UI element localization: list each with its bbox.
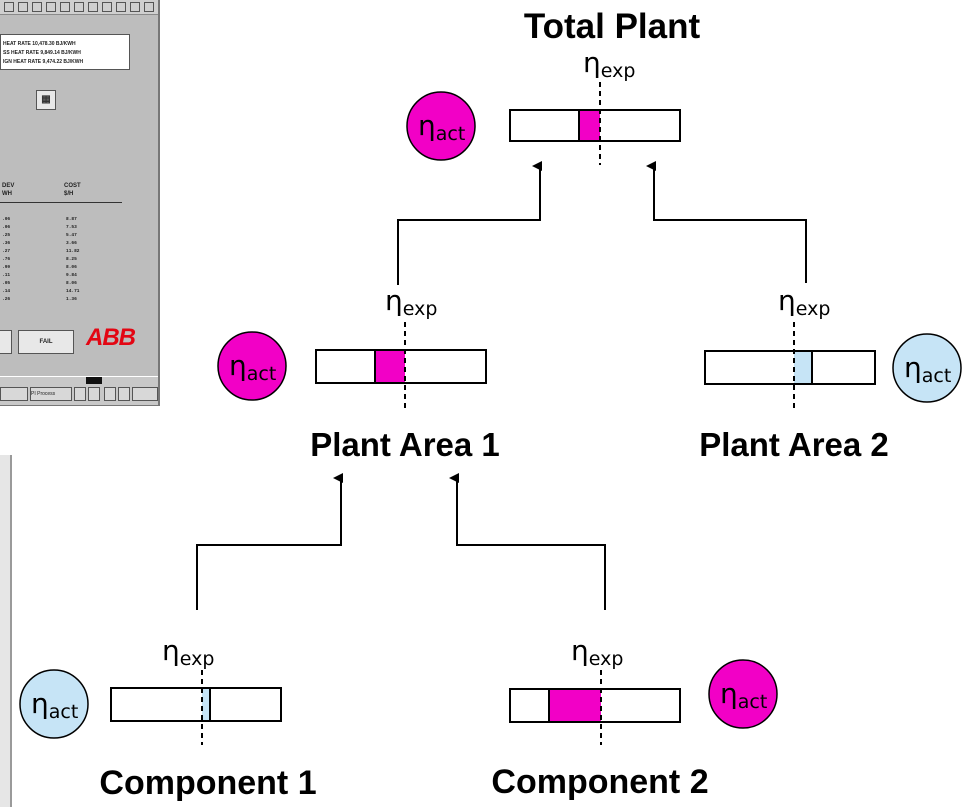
eta-symbol: η [229,349,247,382]
eta-symbol: η [31,687,49,720]
node-component-1: ηexp ηact Component 1 [19,634,317,802]
heat-rate-panel: HEAT RATE 10,478.30 BJ/KWH SS HEAT RATE … [0,34,130,70]
calculator-button[interactable]: ▦ [36,90,56,110]
taskbar: PI Process [0,376,158,405]
eta-exp-label: ηexp [162,634,214,670]
connector-area2-to-total [646,161,807,283]
eta-symbol: η [778,284,796,317]
taskbar-indicator [86,377,102,384]
node-plant-area-2: ηexp ηact Plant Area 2 [699,284,962,463]
node-total-plant: Total Plant ηexp ηact [406,7,701,165]
eta-subscript: exp [403,298,438,320]
taskbar-item[interactable] [88,387,100,401]
eta-symbol: η [583,46,601,79]
connector-area1-to-total [397,161,542,285]
taskbar-item[interactable] [0,387,28,401]
eta-act-circle [217,331,287,401]
node-title: Total Plant [524,7,701,46]
toolbar-icon [130,2,140,12]
eta-exp-label: ηexp [778,284,830,320]
deviation-fill [375,351,405,382]
toolbar-icon [74,2,84,12]
eta-exp-label: ηexp [385,284,437,320]
eta-subscript: act [922,365,952,387]
eta-exp-label: ηexp [583,46,635,82]
node-title: Plant Area 2 [699,426,889,463]
deviation-fill [794,352,812,383]
deviation-fill [202,689,210,720]
fail-button[interactable]: FAIL [18,330,74,354]
cost-values: 8.87 7.53 5.47 3.66 11.82 8.25 8.06 9.84… [66,217,80,302]
toolbar-icon [144,2,154,12]
toolbar-icon [32,2,42,12]
toolbar [0,0,158,15]
toolbar-icon [116,2,126,12]
eta-symbol: η [385,284,403,317]
eta-act-circle [406,91,476,161]
eta-exp-label: ηexp [571,634,623,670]
dev-values: .06 .06 .25 .36 .27 .76 .99 .11 .05 .14 … [2,217,11,302]
deviation-fill [579,111,600,140]
eta-act-circle [892,333,962,403]
dev-column-header: DEV WH [2,183,15,197]
connector-comp2-to-area1 [449,473,606,610]
eta-act-circle [19,669,89,739]
eta-act-label: ηact [904,351,951,387]
divider [0,202,122,203]
eta-subscript: exp [601,60,636,82]
eta-subscript: act [738,691,768,713]
eta-act-circle [708,659,778,729]
node-title: Plant Area 1 [310,426,500,463]
cost-column-header: COST $/H [64,183,81,197]
eta-act-label: ηact [720,677,767,713]
taskbar-clock [132,387,158,401]
toolbar-icon [46,2,56,12]
heat-rate-row: SS HEAT RATE 9,849.14 BJ/KWH [3,50,81,56]
heat-rate-row: IGN HEAT RATE 9,474.22 BJ/KWH [3,59,84,65]
eta-act-label: ηact [418,109,465,145]
node-plant-area-1: ηexp ηact Plant Area 1 [217,284,500,463]
node-title: Component 2 [491,763,708,801]
taskbar-item[interactable] [74,387,86,401]
eta-subscript: act [247,363,277,385]
efficiency-bar [110,687,282,722]
left-button[interactable] [0,330,12,354]
deviation-fill [549,690,601,721]
node-component-2: ηexp ηact Component 2 [491,634,778,801]
toolbar-icon [88,2,98,12]
heat-rate-row: HEAT RATE 10,478.30 BJ/KWH [3,41,76,47]
eta-symbol: η [720,677,738,710]
eta-subscript: act [436,123,466,145]
connectors [196,161,807,610]
eta-symbol: η [162,634,180,667]
toolbar-icon [4,2,14,12]
toolbar-icon [102,2,112,12]
eta-symbol: η [418,109,436,142]
eta-subscript: exp [589,648,624,670]
toolbar-icon [18,2,28,12]
eta-symbol: η [571,634,589,667]
taskbar-item[interactable] [118,387,130,401]
abb-logo: ABB [86,324,136,351]
background-screenshot: HEAT RATE 10,478.30 BJ/KWH SS HEAT RATE … [0,0,160,406]
background-window-edge [0,455,12,807]
node-title: Component 1 [99,764,316,802]
efficiency-bar [704,350,876,385]
eta-subscript: exp [180,648,215,670]
eta-subscript: exp [796,298,831,320]
toolbar-icon [60,2,70,12]
taskbar-item[interactable] [104,387,116,401]
taskbar-item-pi-process[interactable]: PI Process [30,387,72,401]
eta-act-label: ηact [229,349,276,385]
eta-subscript: act [49,701,79,723]
eta-act-label: ηact [31,687,78,723]
connector-comp1-to-area1 [196,473,343,610]
eta-symbol: η [904,351,922,384]
